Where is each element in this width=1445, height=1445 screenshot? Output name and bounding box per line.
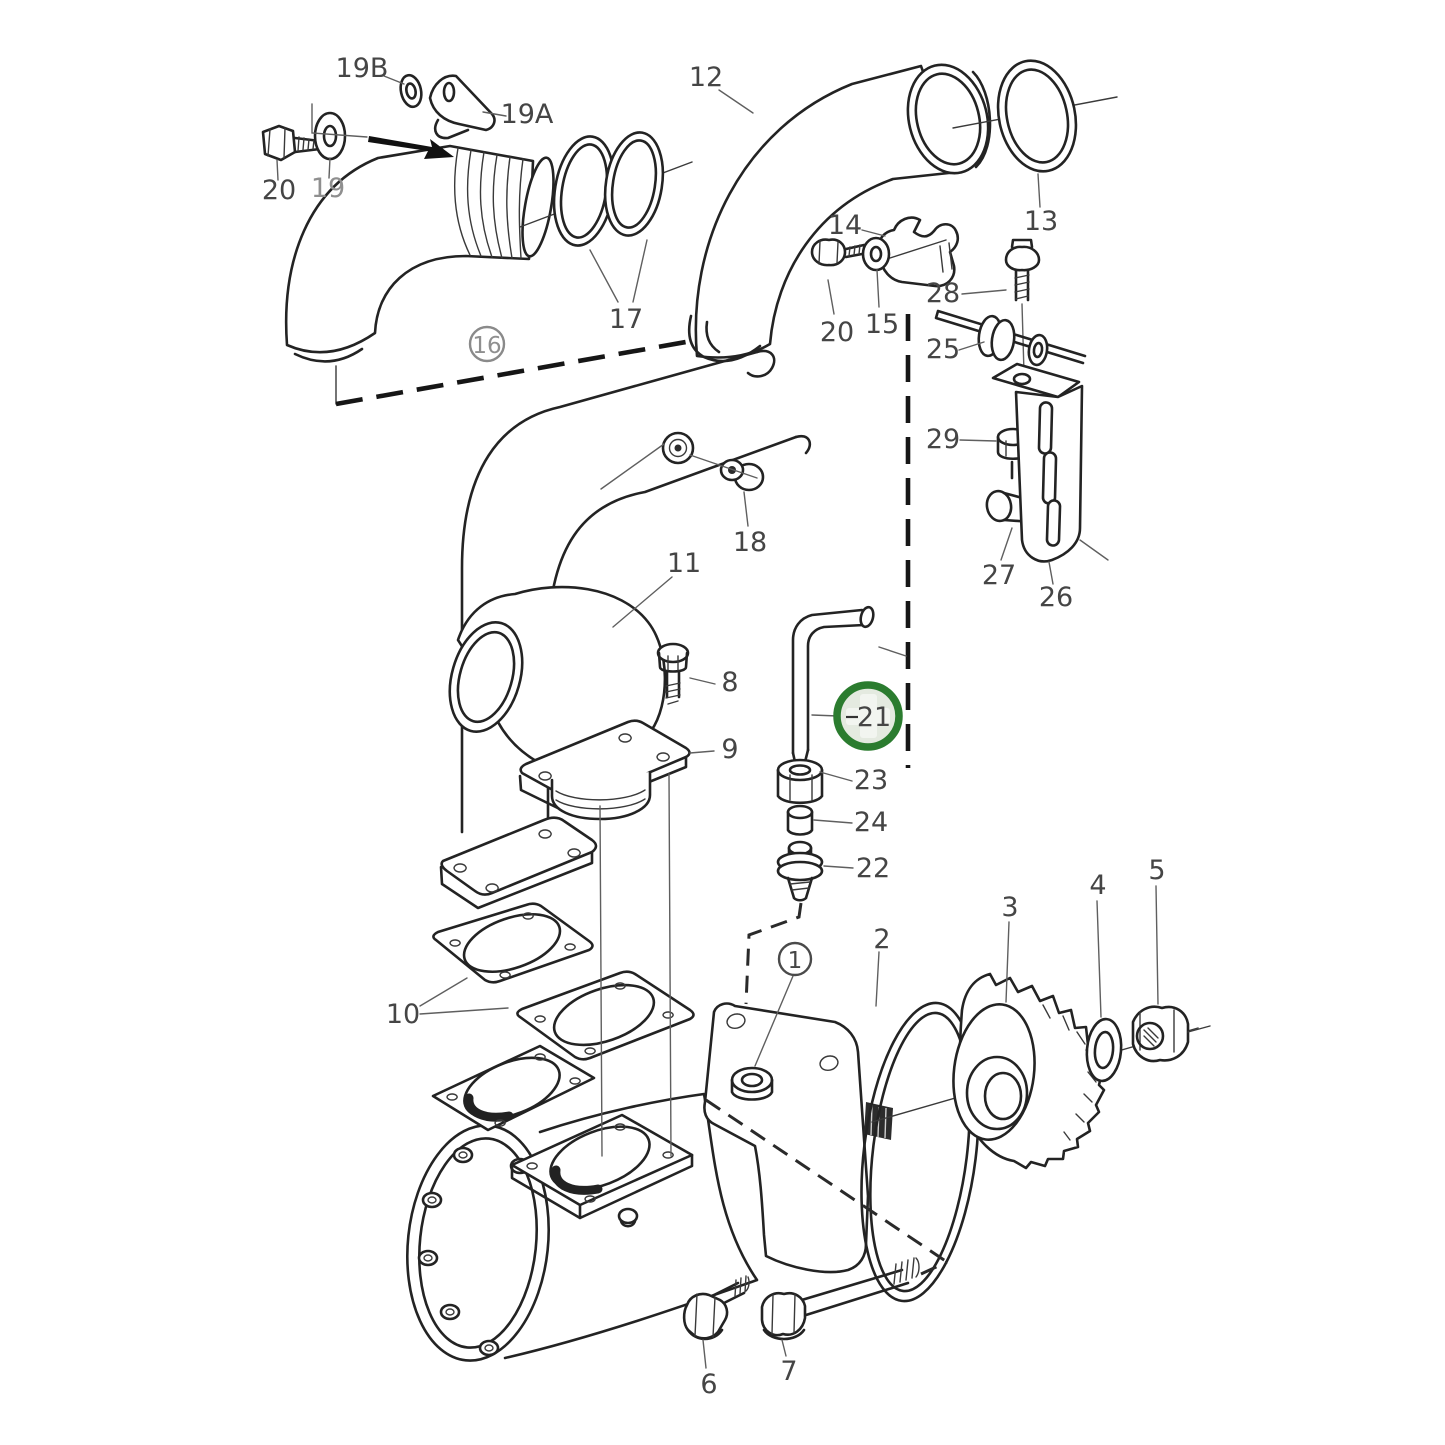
washer-19 bbox=[313, 111, 347, 161]
part-label-28: 28 bbox=[926, 278, 960, 309]
part-label-19A: 19A bbox=[501, 99, 554, 130]
part-label-16: 16 bbox=[472, 333, 501, 359]
pump-top-flange-front bbox=[510, 1113, 694, 1220]
part-label-17: 17 bbox=[609, 304, 643, 335]
rod-25 bbox=[934, 309, 1087, 367]
washer-19B bbox=[399, 73, 423, 109]
part-label-26: 26 bbox=[1039, 582, 1073, 613]
circle-16 bbox=[468, 325, 506, 363]
part-label-12: 12 bbox=[689, 62, 723, 93]
part-label-19B: 19B bbox=[336, 53, 389, 84]
nut-23 bbox=[776, 758, 824, 805]
part-label-11: 11 bbox=[667, 548, 701, 579]
part-label-27: 27 bbox=[982, 560, 1016, 591]
part-label-4: 4 bbox=[1089, 870, 1106, 901]
bracket-14 bbox=[876, 216, 960, 288]
part-label-15: 15 bbox=[865, 309, 899, 340]
elbow-neck-threads bbox=[550, 770, 652, 821]
side-plug bbox=[617, 1207, 639, 1228]
highlight-circle-21 bbox=[833, 681, 903, 751]
assembly-dashed-lines bbox=[335, 314, 911, 768]
washer-15 bbox=[861, 236, 891, 272]
bracket-26 bbox=[991, 362, 1109, 563]
direction-arrow bbox=[368, 136, 454, 159]
highlight-ring bbox=[833, 681, 903, 751]
o-rings-17 bbox=[519, 131, 693, 247]
hose-elbow-16 bbox=[284, 144, 555, 363]
bolt-28 bbox=[1004, 238, 1041, 374]
mount-dashed-lines bbox=[705, 1098, 948, 1276]
sleeve-24 bbox=[786, 804, 814, 836]
elbow-pipe-12 bbox=[687, 63, 992, 363]
circled-labels: 16 1 bbox=[468, 325, 813, 977]
bolt-20-top-left bbox=[261, 124, 322, 162]
fitting-22 bbox=[776, 840, 824, 902]
washer-4 bbox=[1085, 1017, 1123, 1083]
part-label-22: 22 bbox=[856, 853, 890, 884]
part-label-23: 23 bbox=[854, 765, 888, 796]
gaskets-10 bbox=[432, 902, 695, 1061]
part-label-7: 7 bbox=[780, 1356, 797, 1387]
part-label-21: 21 bbox=[857, 702, 891, 733]
part-label-20-top: 20 bbox=[262, 175, 296, 206]
plug-18 bbox=[600, 431, 765, 527]
o-ring-13 bbox=[952, 59, 1118, 173]
fitting-dashed-line bbox=[744, 902, 803, 1005]
part-labels: 19B 19A 20 19 12 13 17 14 15 20 28 25 29… bbox=[262, 53, 1166, 1400]
part-label-1: 1 bbox=[788, 948, 803, 974]
part-label-3: 3 bbox=[1001, 892, 1018, 923]
pump-body bbox=[405, 1092, 759, 1362]
part-label-19: 19 bbox=[311, 173, 345, 204]
drain-pipe-21 bbox=[791, 605, 875, 764]
part-label-20-mid: 20 bbox=[820, 317, 854, 348]
leader-19-group bbox=[311, 103, 368, 138]
bolt-7 bbox=[760, 1257, 920, 1341]
pump-top-flange-rear bbox=[431, 1044, 596, 1132]
part-label-18: 18 bbox=[733, 527, 767, 558]
part-label-8: 8 bbox=[721, 667, 738, 698]
bolt-6 bbox=[682, 1275, 750, 1341]
part-label-10: 10 bbox=[386, 999, 420, 1030]
part-label-25: 25 bbox=[926, 334, 960, 365]
part-label-5: 5 bbox=[1148, 855, 1165, 886]
part-label-24: 24 bbox=[854, 807, 888, 838]
part-label-13: 13 bbox=[1024, 206, 1058, 237]
part-label-6: 6 bbox=[700, 1369, 717, 1400]
part-label-14: 14 bbox=[828, 210, 862, 241]
highlight-plus-v bbox=[860, 694, 877, 738]
mounting-plate-1 bbox=[703, 1002, 870, 1274]
gear-3 bbox=[952, 972, 1106, 1170]
leader-lines bbox=[276, 75, 1159, 1369]
bracket-19A bbox=[428, 74, 496, 140]
part-label-2: 2 bbox=[873, 924, 890, 955]
part-label-9: 9 bbox=[721, 734, 738, 765]
riser-flange bbox=[439, 816, 598, 910]
part-label-29: 29 bbox=[926, 424, 960, 455]
o-ring-2 bbox=[860, 1001, 980, 1303]
circle-1 bbox=[777, 941, 813, 977]
bolt-8 bbox=[656, 642, 690, 705]
bolt-20-middle bbox=[810, 238, 866, 267]
nut-5 bbox=[1131, 1005, 1211, 1063]
